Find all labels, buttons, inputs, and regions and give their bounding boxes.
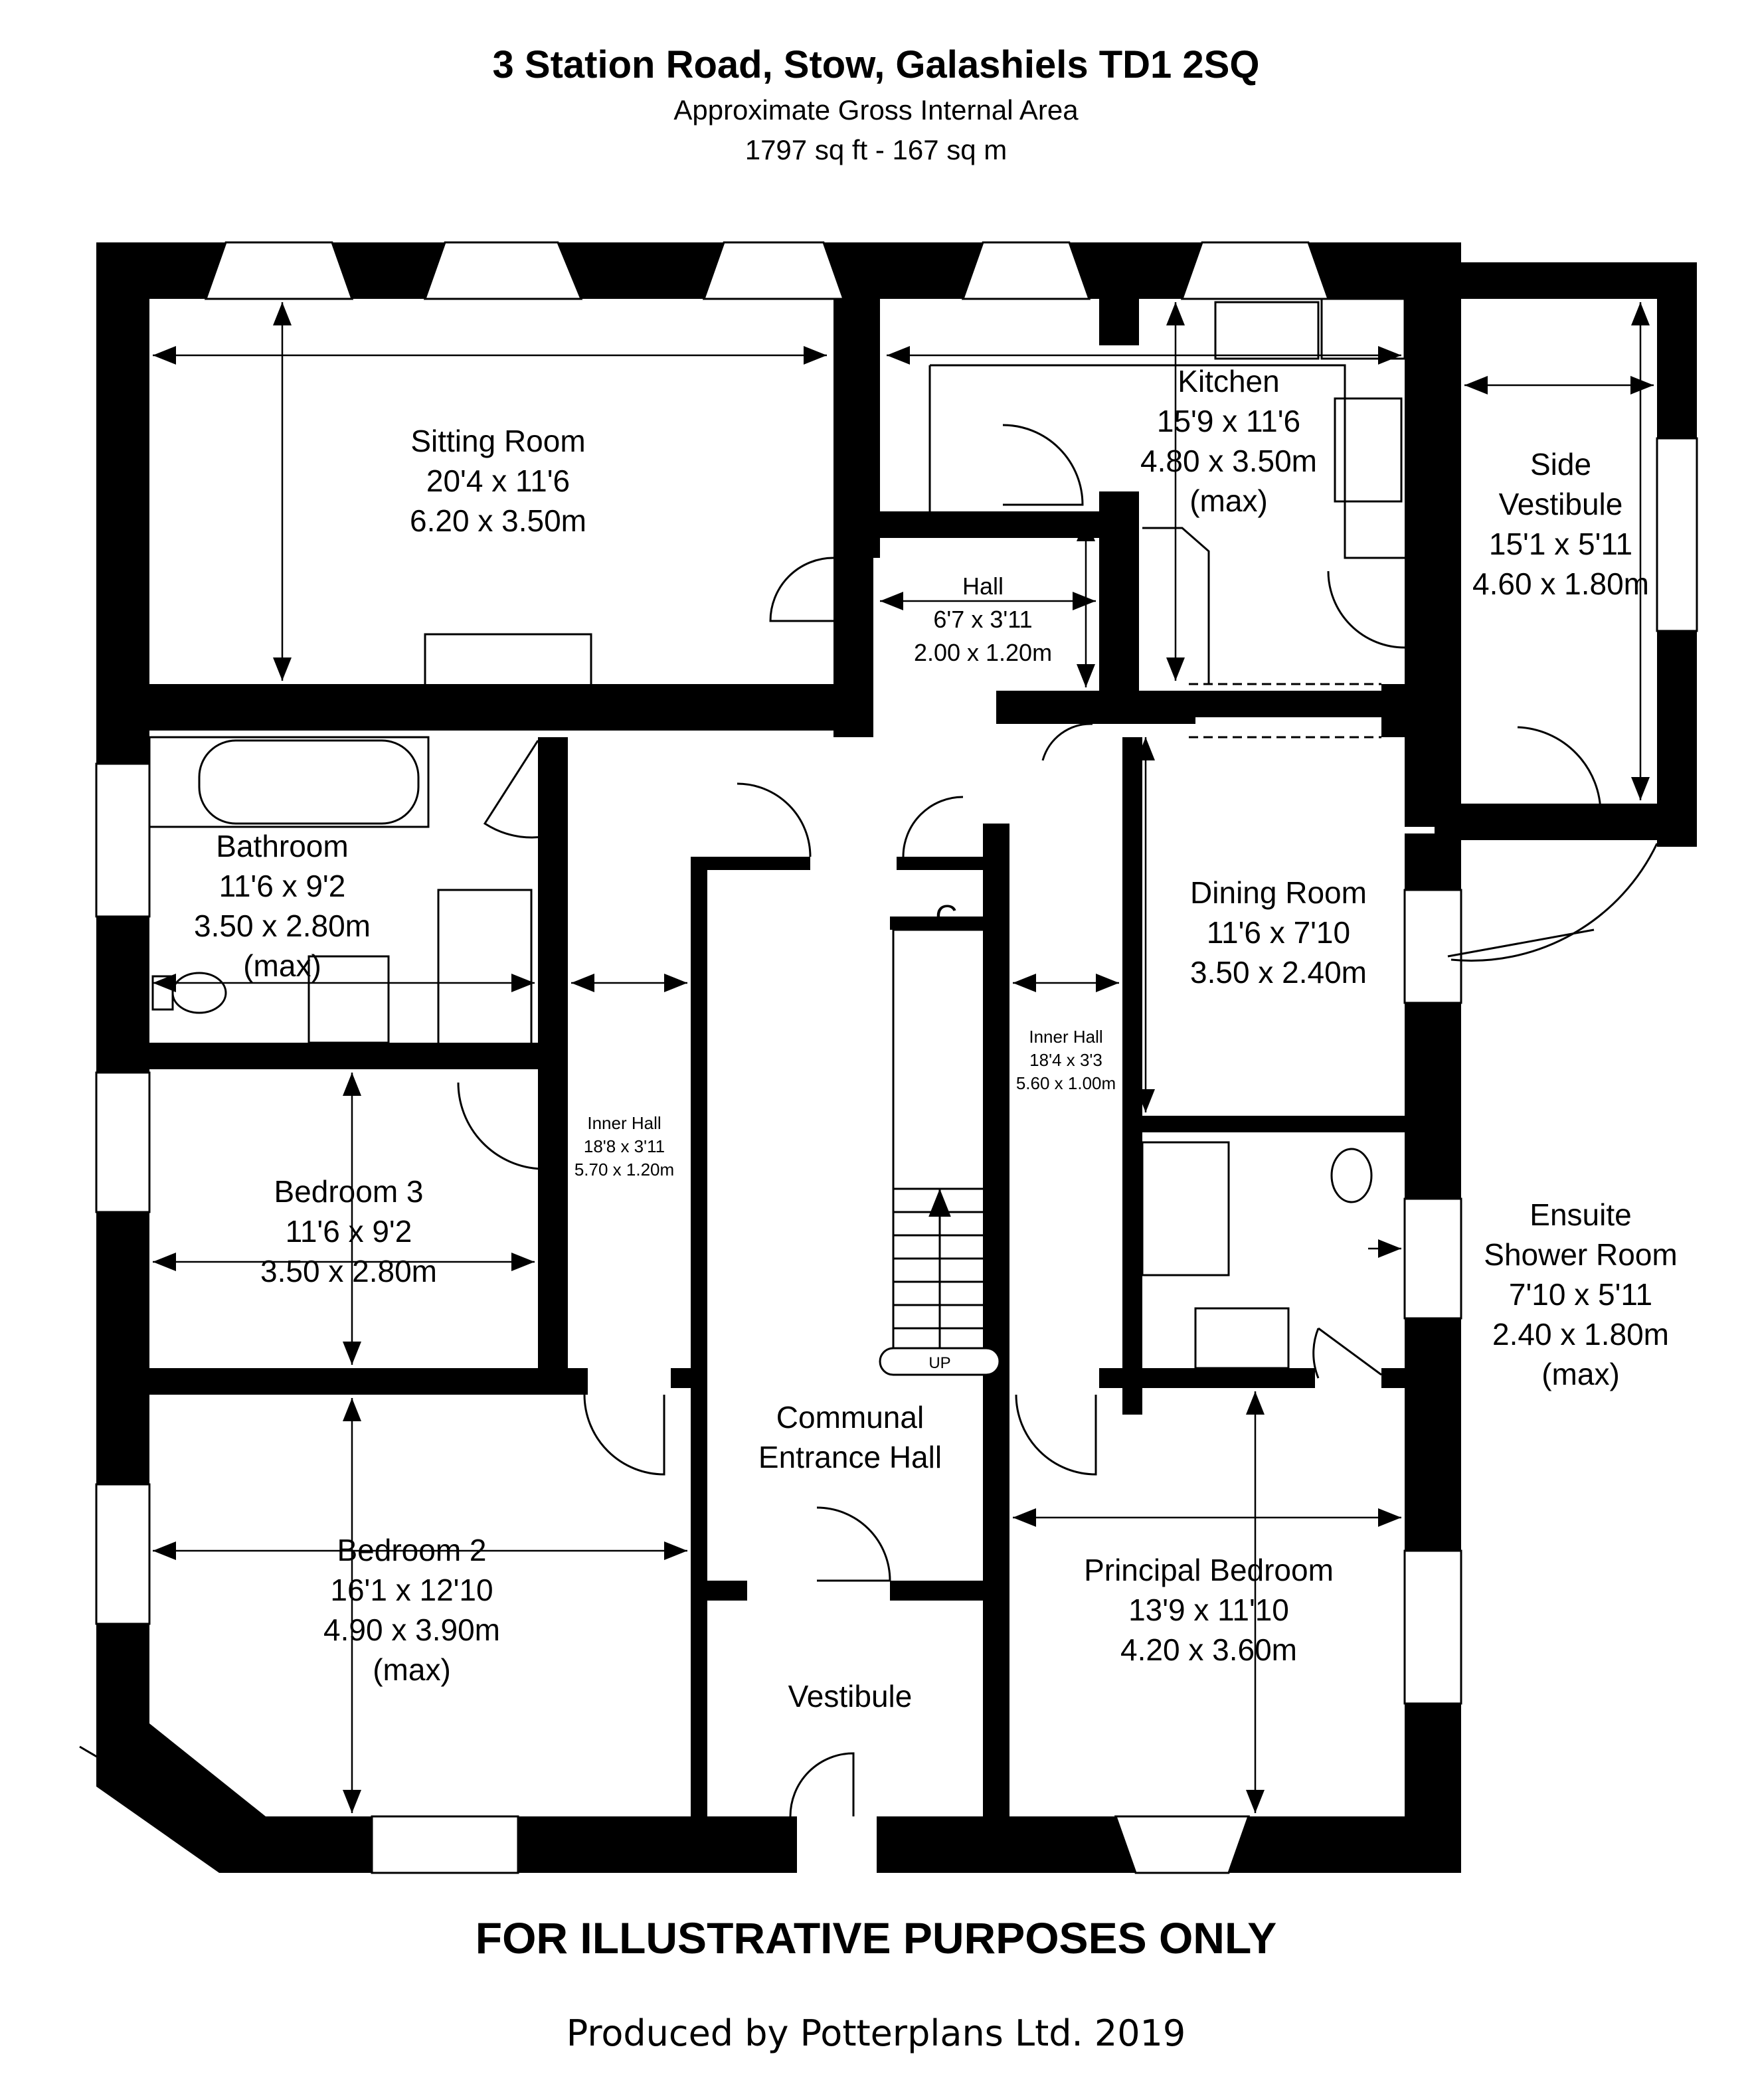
- ensuite-name-2: Shower Room: [1484, 1237, 1677, 1272]
- dining-room-imperial: 11'6 x 7'10: [1207, 915, 1350, 950]
- gross-area: 1797 sq ft - 167 sq m: [745, 134, 1007, 165]
- interior-walls: [149, 299, 1461, 1816]
- ensuite-metric: 2.40 x 1.80m: [1492, 1317, 1669, 1352]
- ensuite-imperial: 7'10 x 5'11: [1509, 1277, 1652, 1312]
- hall-metric: 2.00 x 1.20m: [914, 639, 1052, 666]
- plan-header: 3 Station Road, Stow, Galashiels TD1 2SQ…: [0, 40, 1752, 170]
- bedroom-2-note: (max): [373, 1652, 451, 1687]
- inner-hall-right-metric: 5.60 x 1.00m: [1016, 1073, 1116, 1093]
- dining-room-metric: 3.50 x 2.40m: [1190, 955, 1367, 990]
- inner-hall-left-imperial: 18'8 x 3'11: [584, 1136, 665, 1156]
- bathroom-imperial: 11'6 x 9'2: [219, 869, 346, 903]
- hall-imperial: 6'7 x 3'11: [933, 606, 1032, 633]
- kitchen-imperial: 15'9 x 11'6: [1157, 404, 1300, 438]
- ensuite-note: (max): [1541, 1357, 1620, 1391]
- principal-bedroom-imperial: 13'9 x 11'10: [1128, 1593, 1289, 1627]
- principal-bedroom-metric: 4.20 x 3.60m: [1120, 1632, 1297, 1667]
- door-swings: [79, 424, 1658, 1831]
- dimension-arrows: [153, 302, 1654, 1813]
- producer-credit: Produced by Potterplans Ltd. 2019: [566, 2012, 1186, 2054]
- sitting-room-name: Sitting Room: [410, 424, 585, 458]
- bedroom-3-imperial: 11'6 x 9'2: [286, 1214, 412, 1249]
- inner-hall-right-name: Inner Hall: [1029, 1027, 1102, 1047]
- inner-hall-left-name: Inner Hall: [587, 1113, 661, 1133]
- bathroom-name: Bathroom: [216, 829, 348, 863]
- bedroom-2-imperial: 16'1 x 12'10: [330, 1573, 493, 1607]
- sitting-room-metric: 6.20 x 3.50m: [410, 503, 586, 538]
- kitchen-note: (max): [1189, 483, 1268, 518]
- inner-hall-right-imperial: 18'4 x 3'3: [1029, 1050, 1102, 1070]
- vestibule-name: Vestibule: [788, 1679, 913, 1713]
- property-address: 3 Station Road, Stow, Galashiels TD1 2SQ: [492, 43, 1260, 86]
- bedroom-2-name: Bedroom 2: [337, 1533, 486, 1567]
- dining-room-name: Dining Room: [1190, 875, 1367, 910]
- cupboard-small-label: C: [1067, 701, 1079, 721]
- room-labels: Sitting Room 20'4 x 11'6 6.20 x 3.50m Ki…: [194, 364, 1678, 1713]
- communal-hall-name-1: Communal: [776, 1400, 924, 1435]
- principal-bedroom-name: Principal Bedroom: [1084, 1553, 1334, 1587]
- hall-name: Hall: [962, 572, 1004, 600]
- bedroom-3-name: Bedroom 3: [274, 1174, 423, 1209]
- disclaimer: FOR ILLUSTRATIVE PURPOSES ONLY: [475, 1913, 1277, 1963]
- kitchen-metric: 4.80 x 3.50m: [1140, 444, 1317, 478]
- bedroom-3-metric: 3.50 x 2.80m: [260, 1254, 437, 1288]
- area-caption: Approximate Gross Internal Area: [673, 94, 1079, 126]
- side-vestibule-name-1: Side: [1530, 447, 1591, 481]
- fixtures: [148, 298, 1406, 1369]
- inner-hall-left-metric: 5.70 x 1.20m: [574, 1160, 674, 1180]
- sitting-room-imperial: 20'4 x 11'6: [426, 464, 570, 498]
- ensuite-name-1: Ensuite: [1530, 1197, 1631, 1232]
- windows: [95, 241, 1698, 1874]
- stairs-up-label: UP: [928, 1354, 950, 1372]
- bedroom-2-metric: 4.90 x 3.90m: [323, 1613, 500, 1647]
- side-vestibule-imperial: 15'1 x 5'11: [1489, 527, 1632, 561]
- bathroom-metric: 3.50 x 2.80m: [194, 909, 371, 943]
- staircase: [879, 928, 1001, 1376]
- side-vestibule-name-2: Vestibule: [1499, 487, 1623, 521]
- side-vestibule-metric: 4.60 x 1.80m: [1472, 567, 1649, 601]
- cupboard-large-label: C: [935, 899, 957, 933]
- bathroom-note: (max): [243, 948, 321, 983]
- communal-hall-name-2: Entrance Hall: [758, 1440, 942, 1474]
- kitchen-name: Kitchen: [1178, 364, 1279, 398]
